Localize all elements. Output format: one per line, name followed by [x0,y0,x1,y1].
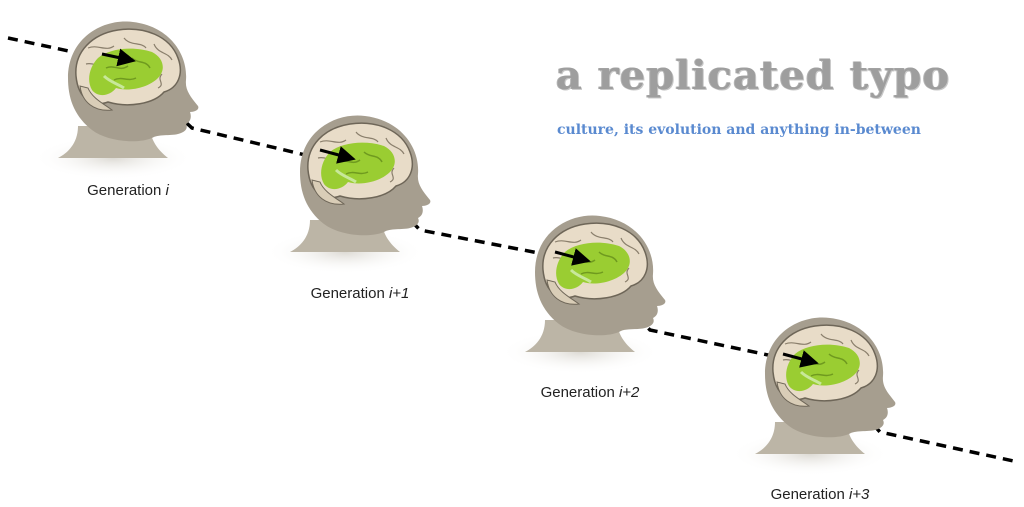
child-head-icon [263,113,432,276]
arrow-icon [554,248,591,266]
generation-index: i+3 [848,486,870,503]
arrow-icon [319,146,356,164]
generation-label: Generation i+3 [720,486,920,503]
arrow-icon [782,350,819,368]
generation-word: Generation [310,285,389,302]
generation-word: Generation [770,486,849,503]
generation-index: i+2 [618,384,640,401]
generation-label: Generation i+1 [260,285,460,302]
generation-index: i [165,182,169,199]
blog-title: a replicated typo [556,52,951,99]
generation-word: Generation [540,384,619,401]
child-head-icon [31,19,200,182]
blog-tagline: culture, its evolution and anything in-b… [557,122,921,138]
generation-label: Generation i [28,182,228,199]
child-head-icon [498,213,667,376]
generation-index: i+1 [388,285,410,302]
generation-word: Generation [87,182,166,199]
generation-label: Generation i+2 [490,384,690,401]
arrow-icon [101,48,136,67]
child-head-icon [728,315,897,478]
